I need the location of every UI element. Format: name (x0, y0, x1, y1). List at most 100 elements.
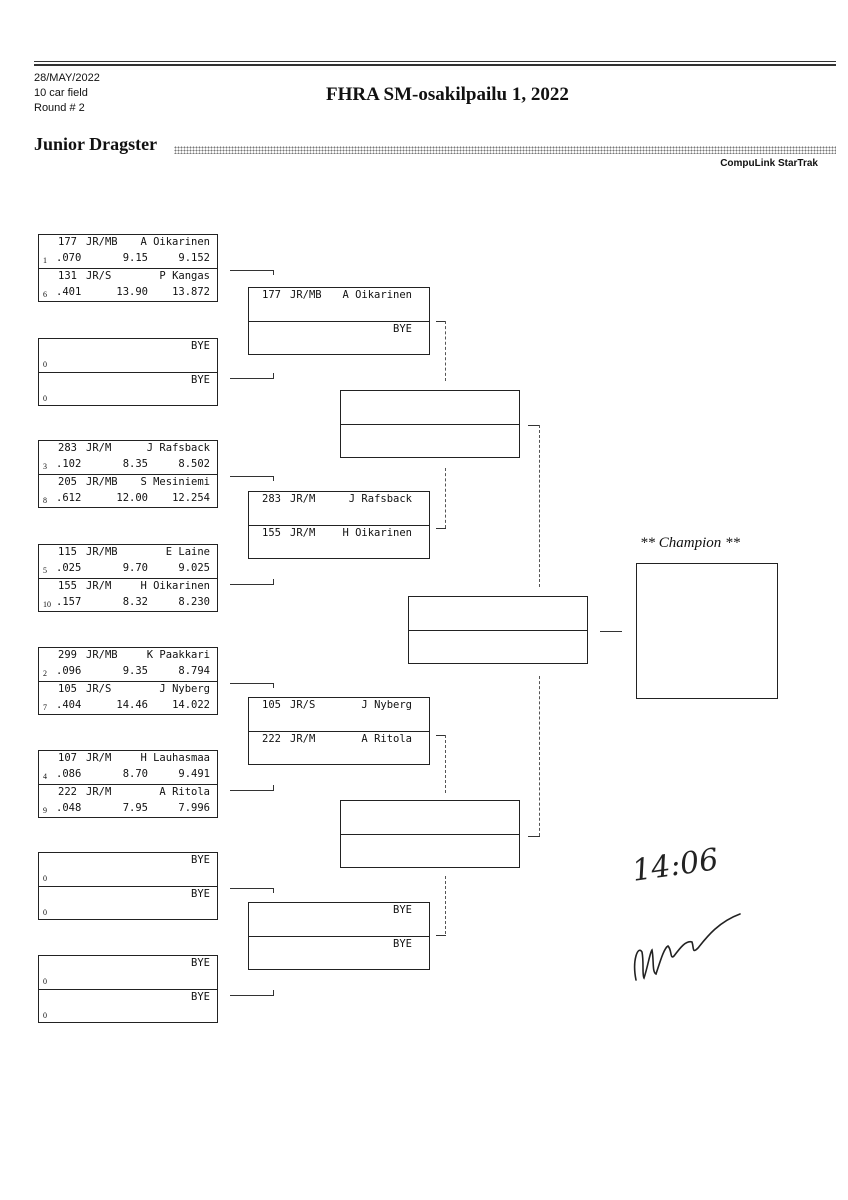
header-info: 28/MAY/2022 10 car field Round # 2 (34, 71, 100, 116)
round1-matchup-5 (38, 647, 218, 715)
connector-line (230, 790, 274, 791)
seed-number: 9 (43, 806, 47, 815)
connector-line (230, 888, 274, 889)
dial-in: 7.95 (122, 802, 148, 814)
connector-dash (445, 468, 446, 528)
reaction-time: .025 (56, 562, 82, 574)
reaction-time: .048 (56, 802, 82, 814)
entry-name: P Kangas (159, 270, 210, 282)
reaction-time: .086 (56, 768, 82, 780)
connector-tick (273, 476, 274, 481)
dial-in: 8.70 (122, 768, 148, 780)
connector-tick (273, 990, 274, 995)
round2-matchup-4 (248, 902, 430, 970)
entry-number: 115 (58, 546, 77, 558)
round1-matchup-8 (38, 955, 218, 1023)
entry-name: A Ritola (361, 733, 412, 745)
final-box (408, 596, 588, 664)
connector-line (528, 836, 540, 837)
entry-number: 222 (58, 786, 77, 798)
entry-class: JR/M (290, 527, 316, 539)
round1-matchup-1 (38, 234, 218, 302)
reaction-time: .612 (56, 492, 82, 504)
connector-line (230, 584, 274, 585)
seed-number: 6 (43, 290, 47, 299)
entry-name: H Oikarinen (342, 527, 412, 539)
connector-line (436, 528, 446, 529)
reaction-time: .096 (56, 665, 82, 677)
entry-name: A Oikarinen (140, 236, 210, 248)
entry-name: H Lauhasmaa (140, 752, 210, 764)
entry-number: 205 (58, 476, 77, 488)
reaction-time: .401 (56, 286, 82, 298)
seed-number: 10 (43, 600, 51, 609)
entry-class: JR/S (86, 683, 112, 695)
seed-number: 7 (43, 703, 47, 712)
seed-number: 5 (43, 566, 47, 575)
connector-dash (539, 425, 540, 587)
connector-dash (445, 321, 446, 381)
entry-name: H Oikarinen (140, 580, 210, 592)
seed-number: 0 (43, 394, 47, 403)
connector-tick (273, 579, 274, 584)
entry-number: 299 (58, 649, 77, 661)
entry-class: JR/M (86, 580, 112, 592)
elapsed-time: 8.502 (178, 458, 210, 470)
reaction-time: .157 (56, 596, 82, 608)
dial-in: 14.46 (116, 699, 148, 711)
connector-line (230, 476, 274, 477)
entry-name: S Mesiniemi (140, 476, 210, 488)
entry-name: J Rafsback (146, 442, 210, 454)
entry-number: 283 (262, 493, 281, 505)
entry-class: JR/M (86, 752, 112, 764)
entry-class: JR/M (290, 733, 316, 745)
reaction-time: .404 (56, 699, 82, 711)
round2-matchup-2 (248, 491, 430, 559)
connector-tick (273, 373, 274, 378)
elapsed-time: 8.230 (178, 596, 210, 608)
connector-dash (539, 676, 540, 836)
connector-dash (445, 876, 446, 934)
champion-label: ** Champion ** (640, 535, 741, 551)
entry-name: BYE (191, 340, 210, 352)
round1-matchup-6 (38, 750, 218, 818)
semifinal-box-1 (340, 390, 520, 458)
connector-line (436, 735, 446, 736)
seed-number: 0 (43, 977, 47, 986)
connector-dash (445, 735, 446, 793)
connector-tick (273, 270, 274, 275)
handwritten-time: 14:06 (629, 842, 721, 889)
entry-number: 283 (58, 442, 77, 454)
dotted-rule (174, 146, 836, 154)
entry-name: BYE (191, 854, 210, 866)
connector-tick (273, 785, 274, 790)
seed-number: 8 (43, 496, 47, 505)
software-credit: CompuLink StarTrak (720, 158, 818, 169)
connector-tick (273, 683, 274, 688)
entry-class: JR/S (86, 270, 112, 282)
elapsed-time: 9.025 (178, 562, 210, 574)
header-rule-top-2 (34, 64, 836, 66)
entry-class: JR/MB (86, 546, 118, 558)
entry-class: JR/M (86, 442, 112, 454)
entry-number: 222 (262, 733, 281, 745)
seed-number: 1 (43, 256, 47, 265)
entry-number: 155 (262, 527, 281, 539)
round-number: Round # 2 (34, 102, 85, 114)
elapsed-time: 14.022 (172, 699, 210, 711)
handwritten-signature (633, 913, 741, 981)
event-date: 28/MAY/2022 (34, 72, 100, 84)
entry-name: J Rafsback (348, 493, 412, 505)
elapsed-time: 13.872 (172, 286, 210, 298)
entry-number: 105 (58, 683, 77, 695)
class-name: Junior Dragster (34, 134, 158, 154)
champion-box (636, 563, 778, 699)
connector-line (230, 270, 274, 271)
round1-matchup-4 (38, 544, 218, 612)
dial-in: 12.00 (116, 492, 148, 504)
connector-line (436, 321, 446, 322)
connector-tick (273, 888, 274, 893)
header-rule-top (34, 61, 836, 62)
reaction-time: .070 (56, 252, 82, 264)
dial-in: 8.32 (122, 596, 148, 608)
